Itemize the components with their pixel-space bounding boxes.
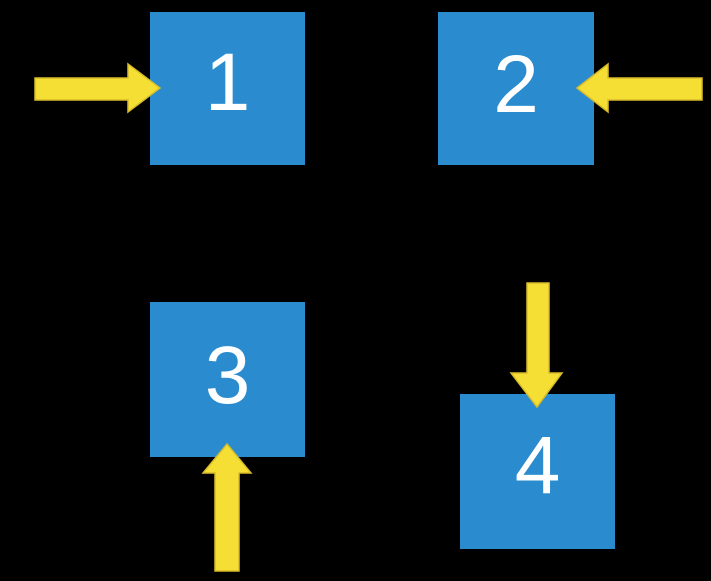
square-1-label: 1 bbox=[205, 37, 251, 128]
arrow-up-icon bbox=[201, 442, 253, 572]
arrow-left-icon bbox=[575, 62, 703, 114]
square-3-label: 3 bbox=[205, 330, 251, 421]
arrow-right-icon bbox=[34, 62, 162, 114]
square-4 bbox=[460, 394, 615, 549]
square-2-label: 2 bbox=[493, 39, 539, 130]
square-2 bbox=[438, 12, 594, 165]
arrow-down-icon bbox=[509, 282, 564, 409]
square-3 bbox=[150, 302, 305, 457]
square-1 bbox=[150, 12, 305, 165]
square-4-label: 4 bbox=[515, 420, 561, 511]
